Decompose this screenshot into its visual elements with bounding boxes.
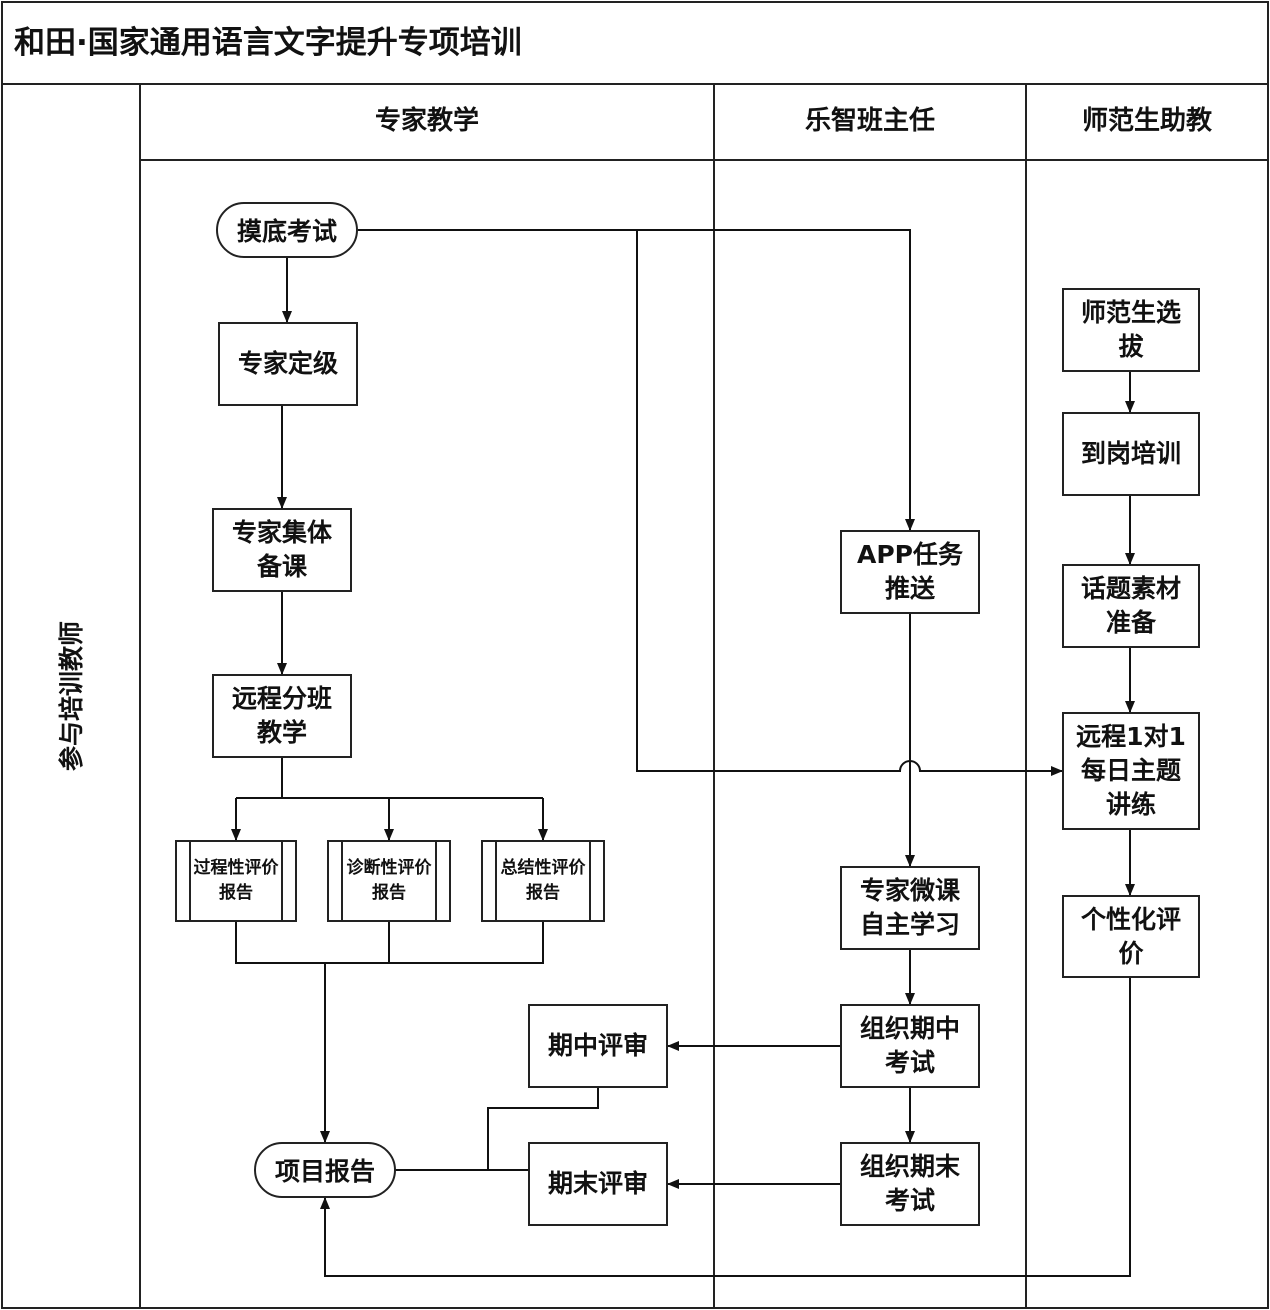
expert-grading-node: 专家定级 [218, 322, 358, 406]
mid-review-node: 期中评审 [528, 1004, 668, 1088]
row-label-text: 参与培训教师 [57, 620, 87, 772]
process-report-node: 过程性评价报告 [175, 840, 297, 922]
process-report-label: 过程性评价报告 [193, 857, 279, 904]
arrow-start-to-app [358, 229, 915, 531]
lane-header-class-teacher: 乐智班主任 [804, 106, 935, 137]
onboard-training-node: 到岗培训 [1062, 412, 1200, 496]
lane-header-assistant: 师范生助教 [1081, 106, 1212, 137]
project-report-node: 项目报告 [254, 1142, 396, 1198]
arrow-start-to-1on1 [636, 230, 1063, 776]
app-push-node: APP任务推送 [840, 530, 980, 614]
topic-prep-node: 话题素材准备 [1062, 564, 1200, 648]
diagnostic-report-label: 诊断性评价报告 [346, 857, 432, 904]
expert-prep-node: 专家集体备课 [212, 508, 352, 592]
page-title: 和田·国家通用语言文字提升专项培训 [14, 24, 522, 61]
line-midreview-merge [487, 1088, 599, 1170]
micro-course-node: 专家微课自主学习 [840, 866, 980, 950]
remote-1on1-node: 远程1对1每日主题讲练 [1062, 712, 1200, 830]
diagnostic-report-node: 诊断性评价报告 [327, 840, 451, 922]
personal-eval-node: 个性化评价 [1062, 895, 1200, 978]
row-label: 参与培训教师 [0, 84, 140, 1308]
student-select-node: 师范生选拔 [1062, 288, 1200, 372]
arrow-eval-to-project-report [320, 978, 1131, 1277]
final-review-node: 期末评审 [528, 1142, 668, 1226]
mid-exam-node: 组织期中考试 [840, 1004, 980, 1088]
start-node: 摸底考试 [216, 202, 358, 258]
lane-header-expert: 专家教学 [374, 106, 479, 137]
remote-class-node: 远程分班教学 [212, 674, 352, 758]
final-exam-node: 组织期末考试 [840, 1142, 980, 1226]
summary-report-label: 总结性评价报告 [500, 857, 586, 904]
summary-report-node: 总结性评价报告 [481, 840, 605, 922]
